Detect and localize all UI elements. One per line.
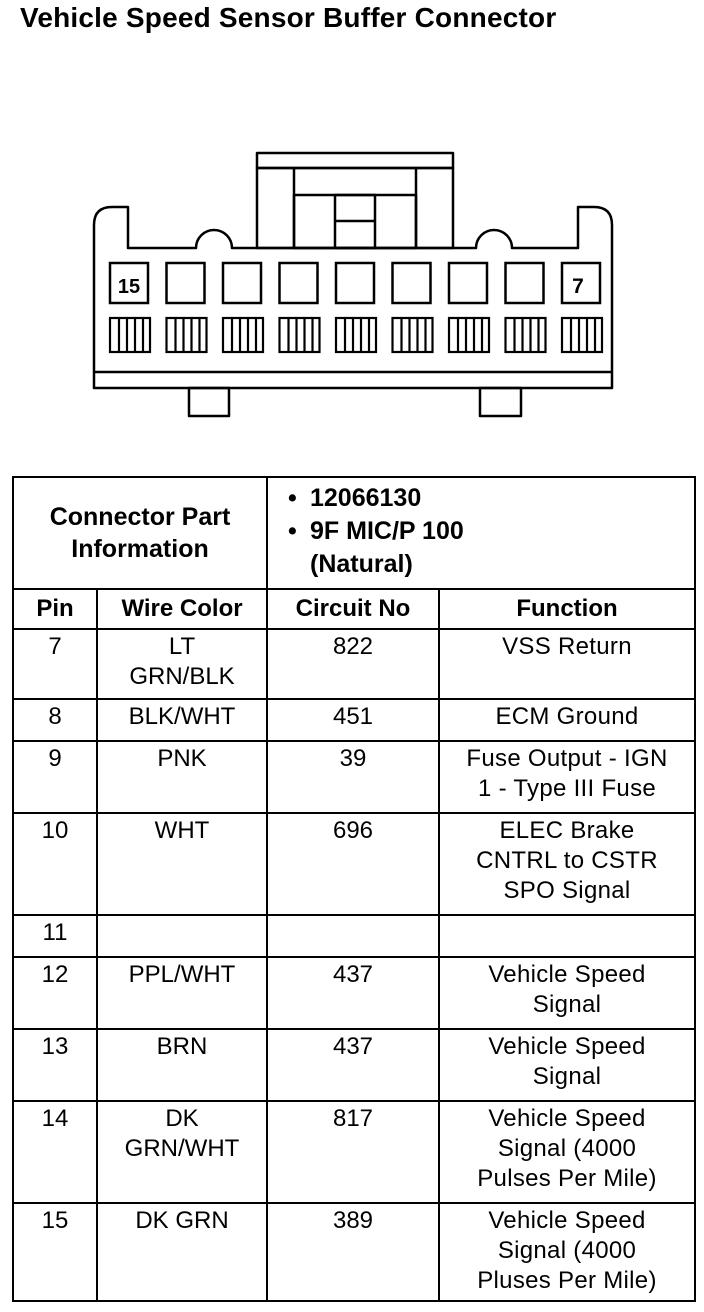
cell-function: ECM Ground [438,698,696,742]
cell-pin: 8 [12,698,98,742]
header-function: Function [438,588,696,630]
terminal-pin-14 [165,316,208,354]
terminal-pin-10 [391,316,434,354]
cavity-pin-11 [334,261,376,305]
cavity-pin-12 [278,261,319,305]
cell-pin: 12 [12,956,98,1030]
connector-body-outline [92,205,614,390]
connector-diagram: 15 7 [92,151,614,418]
pin-table: Connector Part Information •12066130 •9F… [12,476,696,1302]
cavity-pin-9 [447,261,489,305]
cell-pin: 11 [12,914,98,958]
header-pin: Pin [12,588,98,630]
bottom-tab-right [478,386,523,418]
cell-function: VSS Return [438,628,696,700]
part-number: 12066130 [310,484,422,512]
header-row: Pin Wire Color Circuit No Function [12,588,696,630]
cell-function [438,914,696,958]
cell-pin: 7 [12,628,98,700]
pin-label-7: 7 [572,275,584,298]
header-circuit-no: Circuit No [266,588,440,630]
cell-wire-color: BLK/WHT [96,698,268,742]
connector-part-info-value: •12066130 •9F MIC/P 100 (Natural) [266,476,696,590]
cell-wire-color: PNK [96,740,268,814]
cavity-pin-7 [560,261,602,305]
cell-circuit-no: 437 [266,956,440,1030]
cell-circuit-no: 696 [266,812,440,916]
pin-label-15: 15 [118,276,140,298]
bottom-tab-left [187,386,231,418]
cell-circuit-no [266,914,440,958]
cell-wire-color [96,914,268,958]
cell-circuit-no: 389 [266,1202,440,1302]
table-row: 11 [12,914,696,958]
cell-pin: 15 [12,1202,98,1302]
cell-wire-color: PPL/WHT [96,956,268,1030]
page-title: Vehicle Speed Sensor Buffer Connector [20,2,557,33]
cavity-pin-14 [165,261,206,305]
cell-wire-color: WHT [96,812,268,916]
terminal-pin-11 [334,316,378,354]
latch-top-bar [255,151,455,170]
cell-wire-color: BRN [96,1028,268,1102]
cell-wire-color: DK GRN [96,1202,268,1302]
part-description: 9F MIC/P 100 [310,517,464,545]
cell-circuit-no: 39 [266,740,440,814]
header-wire-color: Wire Color [96,588,268,630]
terminal-pin-7 [560,316,604,354]
part-color: (Natural) [310,550,413,578]
terminal-pin-9 [447,316,491,354]
terminal-pin-15 [108,316,152,354]
connector-info-row: Connector Part Information •12066130 •9F… [12,476,696,590]
cavity-pin-13 [221,261,263,305]
connector-part-info-label: Connector Part Information [12,476,268,590]
cavity-pin-15 [108,261,150,305]
cell-pin: 14 [12,1100,98,1204]
cell-pin: 13 [12,1028,98,1102]
cell-circuit-no: 451 [266,698,440,742]
cell-circuit-no: 817 [266,1100,440,1204]
terminal-pin-12 [278,316,321,354]
cell-circuit-no: 822 [266,628,440,700]
cell-circuit-no: 437 [266,1028,440,1102]
cell-pin: 9 [12,740,98,814]
cavity-pin-10 [391,261,432,305]
cavity-pin-8 [504,261,545,305]
cell-pin: 10 [12,812,98,916]
terminal-pin-8 [504,316,547,354]
terminal-pin-13 [221,316,265,354]
latch-frame [255,166,455,250]
